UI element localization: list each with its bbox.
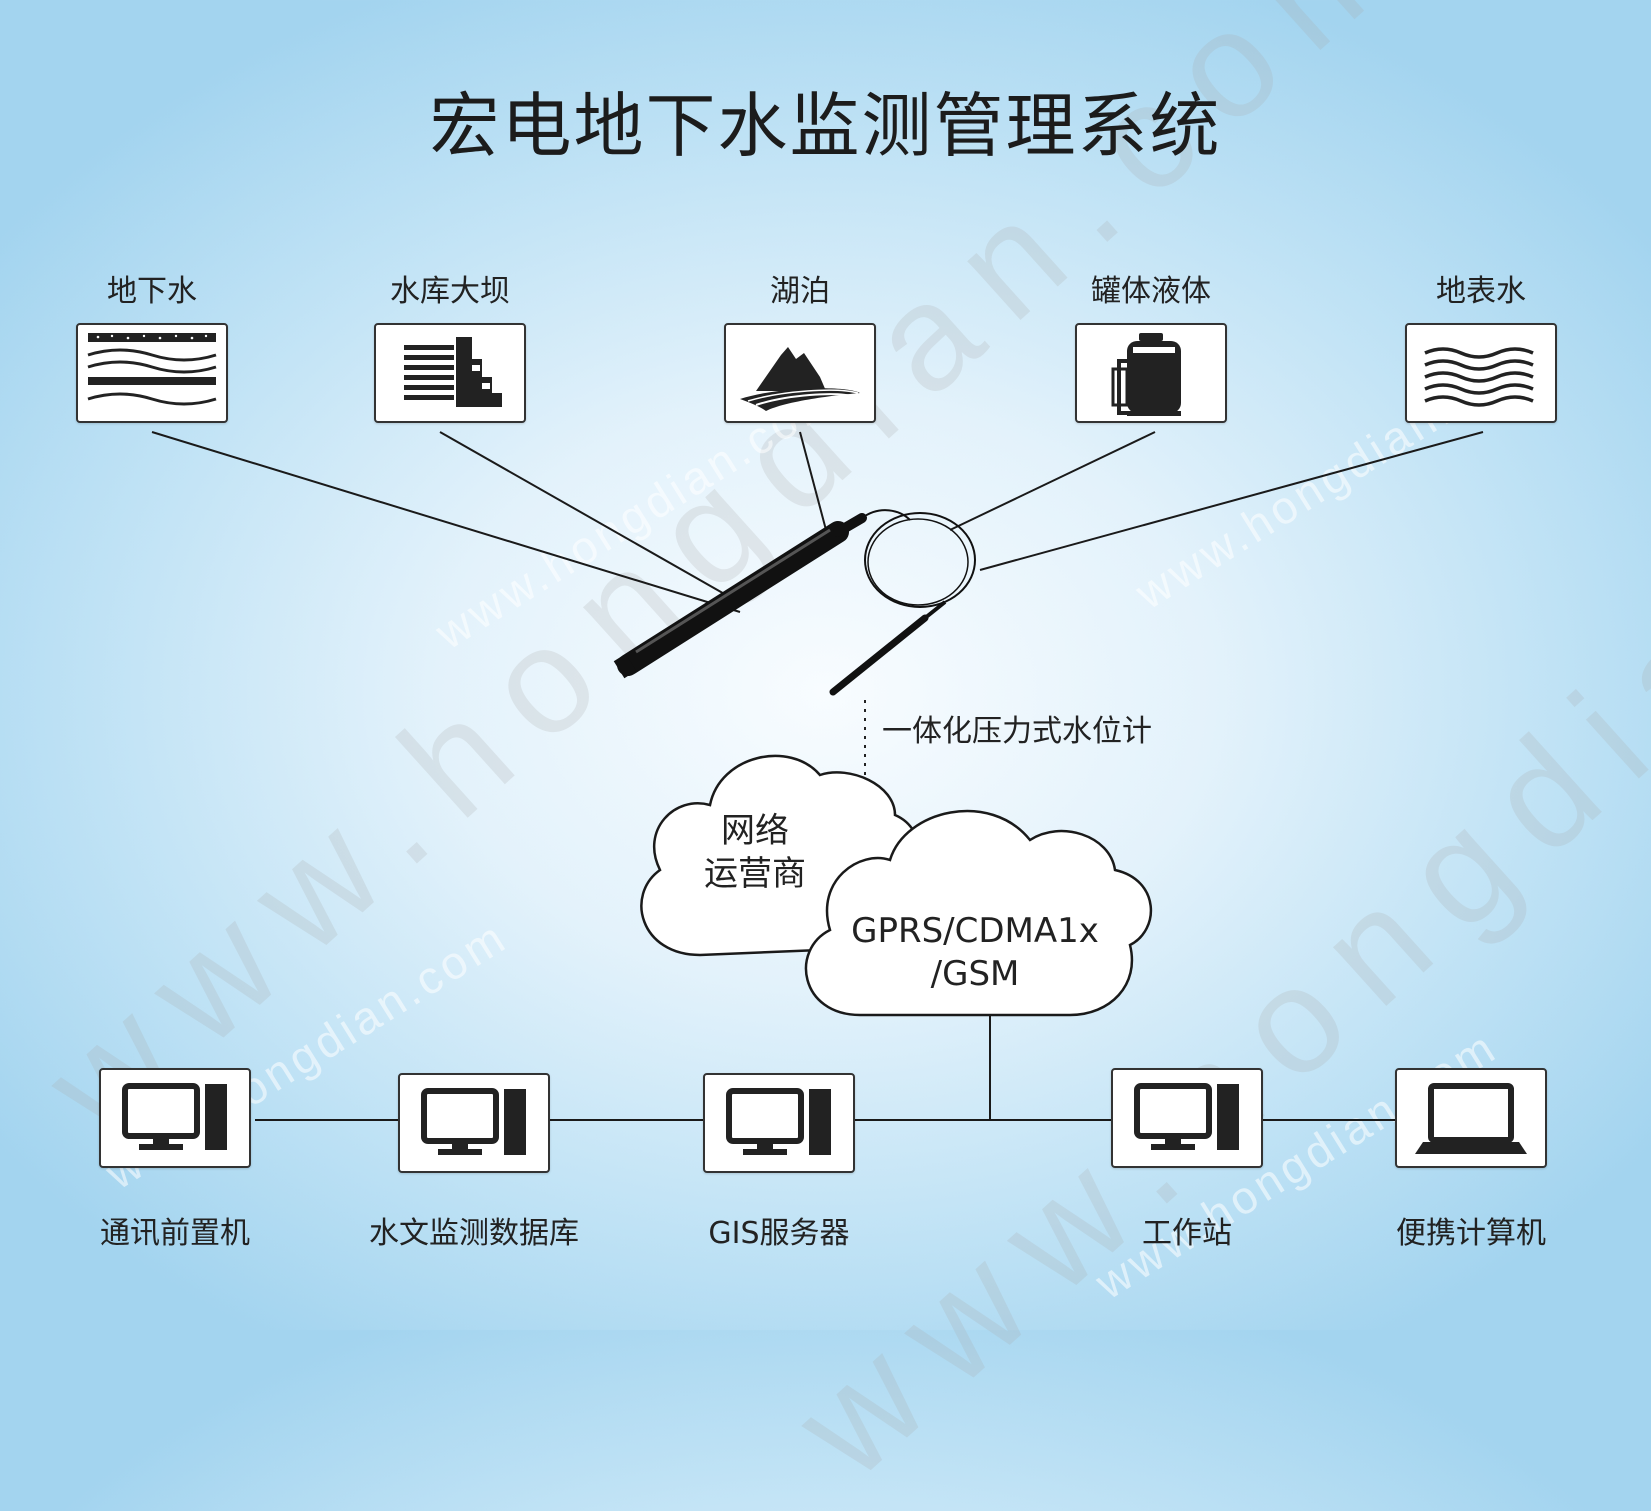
operator-cloud-text: 网络 运营商: [685, 810, 825, 895]
operator-line-1: 网络: [721, 811, 789, 851]
desktop-computer-icon: [122, 1083, 227, 1150]
tank-icon: [1111, 333, 1181, 416]
desktop-computer-icon: [421, 1088, 526, 1155]
desktop-computer-icon: [1134, 1083, 1239, 1150]
link-groundwater: [151, 431, 741, 613]
link-tank: [949, 431, 1156, 531]
source-label-tank: 罐体液体: [1091, 274, 1211, 309]
network-cloud-text: GPRS/CDMA1x /GSM: [825, 910, 1125, 995]
network-cloud: [804, 809, 1153, 1017]
page-title: 宏电地下水监测管理系统: [429, 85, 1222, 167]
surface-water-icon: [1424, 347, 1534, 407]
laptop-icon: [1415, 1083, 1527, 1154]
source-box-lake: [724, 323, 876, 423]
endpoint-box-database: [398, 1073, 550, 1173]
network-line-1: GPRS/CDMA1x: [851, 911, 1099, 951]
lake-icon: [740, 347, 860, 411]
network-line-2: /GSM: [930, 953, 1020, 994]
source-box-groundwater: [76, 323, 228, 423]
source-label-dam: 水库大坝: [390, 274, 510, 309]
link-surface-water: [979, 431, 1484, 571]
endpoint-label-comm-server: 通讯前置机: [100, 1216, 250, 1251]
endpoint-label-workstation: 工作站: [1142, 1216, 1232, 1251]
source-label-lake: 湖泊: [770, 274, 830, 309]
endpoint-box-laptop: [1395, 1068, 1547, 1168]
endpoint-label-laptop: 便携计算机: [1396, 1216, 1546, 1251]
link-dam: [439, 431, 736, 601]
endpoint-box-workstation: [1111, 1068, 1263, 1168]
sensor-label: 一体化压力式水位计: [882, 714, 1152, 749]
source-box-tank: [1075, 323, 1227, 423]
source-box-surface-water: [1405, 323, 1557, 423]
pressure-sensor-icon: [613, 509, 976, 696]
endpoint-label-gis-server: GIS服务器: [708, 1216, 850, 1251]
source-box-dam: [374, 323, 526, 423]
link-lake: [799, 431, 831, 546]
source-label-surface-water: 地表水: [1436, 274, 1526, 309]
dam-icon: [404, 337, 502, 407]
endpoint-box-gis-server: [703, 1073, 855, 1173]
operator-line-2: 运营商: [704, 853, 806, 894]
source-label-groundwater: 地下水: [107, 274, 197, 309]
endpoint-label-database: 水文监测数据库: [369, 1216, 579, 1251]
desktop-computer-icon: [726, 1088, 831, 1155]
groundwater-icon: [87, 333, 217, 406]
endpoint-box-comm-server: [99, 1068, 251, 1168]
